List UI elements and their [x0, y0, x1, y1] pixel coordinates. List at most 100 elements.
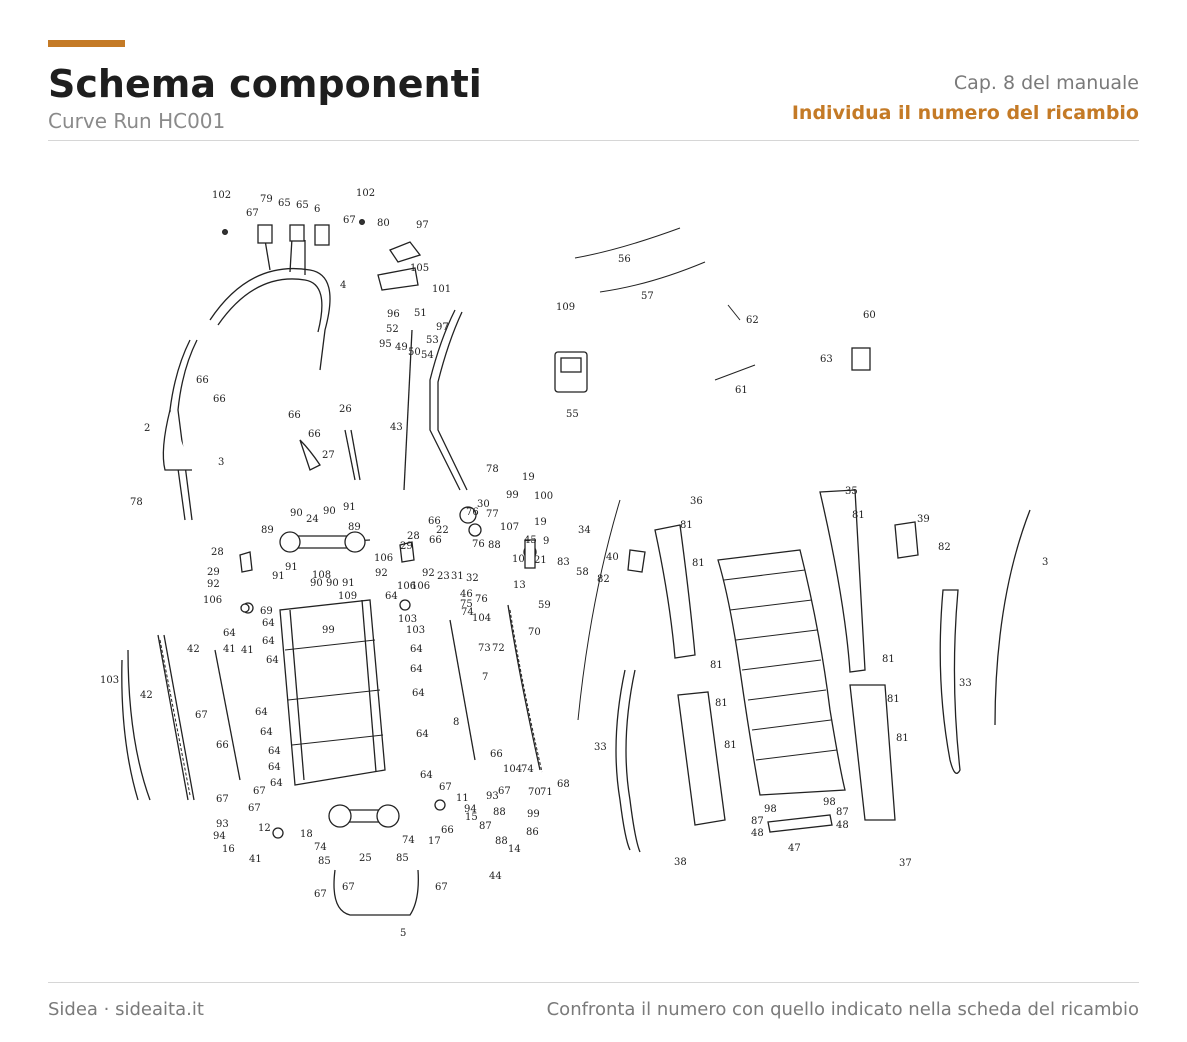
- part-label: 42: [140, 690, 153, 701]
- part-label: 87: [751, 816, 764, 827]
- accent-bar: [48, 40, 125, 47]
- page-title: Schema componenti: [48, 62, 482, 106]
- part-label: 55: [566, 409, 579, 420]
- part-label: 106: [397, 581, 416, 592]
- part-label: 77: [486, 509, 499, 520]
- part-label: 64: [255, 707, 268, 718]
- part-label: 81: [887, 694, 900, 705]
- part-label: 64: [420, 770, 433, 781]
- part-label: 81: [724, 740, 737, 751]
- part-label: 59: [538, 600, 551, 611]
- part-label: 63: [820, 354, 833, 365]
- page-subtitle: Curve Run HC001: [48, 109, 226, 133]
- part-label: 78: [486, 464, 499, 475]
- part-label: 100: [534, 491, 553, 502]
- part-label: 48: [836, 820, 849, 831]
- part-label: 104: [503, 764, 522, 775]
- part-label: 35: [845, 486, 858, 497]
- part-label: 92: [207, 579, 220, 590]
- part-label: 66: [428, 516, 441, 527]
- part-label: 50: [408, 347, 421, 358]
- part-label: 46: [460, 589, 473, 600]
- part-label: 8: [453, 717, 459, 728]
- part-label: 66: [490, 749, 503, 760]
- part-label: 32: [466, 573, 479, 584]
- part-label: 34: [578, 525, 591, 536]
- part-label: 11: [456, 793, 469, 804]
- part-label: 67: [342, 882, 355, 893]
- part-label: 5: [400, 928, 406, 939]
- part-label: 105: [410, 263, 429, 274]
- part-label: 103: [406, 625, 425, 636]
- exploded-parts-diagram: 102 79 65 65 6 67 102 80 97 105 101 4 67…: [100, 180, 1060, 950]
- part-label: 67: [498, 786, 511, 797]
- part-label: 66: [216, 740, 229, 751]
- part-label: 92: [422, 568, 435, 579]
- part-label: 60: [863, 310, 876, 321]
- part-label: 89: [348, 522, 361, 533]
- part-label: 90: [310, 578, 323, 589]
- part-label: 91: [343, 502, 356, 513]
- part-label: 6: [314, 204, 320, 215]
- part-label: 53: [426, 335, 439, 346]
- part-label: 14: [508, 844, 521, 855]
- part-label: 38: [674, 857, 687, 868]
- part-label: 56: [618, 254, 631, 265]
- central-frame: [242, 531, 446, 916]
- part-label: 90: [326, 578, 339, 589]
- part-label: 3: [1042, 557, 1048, 568]
- part-label: 81: [715, 698, 728, 709]
- part-label: 31: [451, 571, 464, 582]
- part-label: 18: [300, 829, 313, 840]
- part-label: 74: [521, 764, 534, 775]
- part-label: 99: [506, 490, 519, 501]
- part-label: 67: [248, 803, 261, 814]
- part-label: 99: [527, 809, 540, 820]
- part-label: 54: [421, 350, 434, 361]
- part-label: 64: [410, 664, 423, 675]
- part-label: 68: [557, 779, 570, 790]
- part-label: 41: [241, 645, 254, 656]
- part-label: 96: [387, 309, 400, 320]
- part-label: 74: [402, 835, 415, 846]
- part-label: 64: [268, 746, 281, 757]
- part-label: 103: [100, 675, 119, 686]
- part-label: 3: [218, 457, 224, 468]
- part-label: 39: [917, 514, 930, 525]
- part-labels: 102 79 65 65 6 67 102 80 97 105 101 4 67…: [100, 188, 1048, 939]
- part-label: 85: [396, 853, 409, 864]
- part-label: 98: [764, 804, 777, 815]
- part-label: 88: [495, 836, 508, 847]
- part-label: 74: [461, 607, 474, 618]
- part-label: 97: [436, 322, 449, 333]
- part-label: 91: [285, 562, 298, 573]
- part-label: 42: [187, 644, 200, 655]
- part-label: 51: [414, 308, 427, 319]
- part-label: 82: [938, 542, 951, 553]
- part-label: 106: [411, 581, 430, 592]
- part-label: 103: [398, 614, 417, 625]
- part-label: 90: [290, 508, 303, 519]
- part-label: 67: [195, 710, 208, 721]
- part-label: 10: [512, 554, 525, 565]
- part-label: 66: [213, 394, 226, 405]
- part-label: 25: [359, 853, 372, 864]
- part-label: 75: [460, 599, 473, 610]
- part-label: 81: [852, 510, 865, 521]
- footer-brand: Sidea · sideaita.it: [48, 999, 204, 1020]
- part-label: 91: [272, 571, 285, 582]
- part-label: 91: [342, 578, 355, 589]
- footer-divider: [48, 982, 1139, 983]
- part-label: 64: [416, 729, 429, 740]
- part-label: 107: [500, 522, 519, 533]
- part-label: 4: [340, 280, 346, 291]
- part-label: 99: [322, 625, 335, 636]
- part-label: 67: [246, 208, 259, 219]
- part-label: 67: [435, 882, 448, 893]
- part-label: 95: [379, 339, 392, 350]
- part-label: 19: [522, 472, 535, 483]
- part-label: 57: [641, 291, 654, 302]
- part-label: 36: [690, 496, 703, 507]
- part-label: 16: [222, 844, 235, 855]
- part-label: 64: [410, 644, 423, 655]
